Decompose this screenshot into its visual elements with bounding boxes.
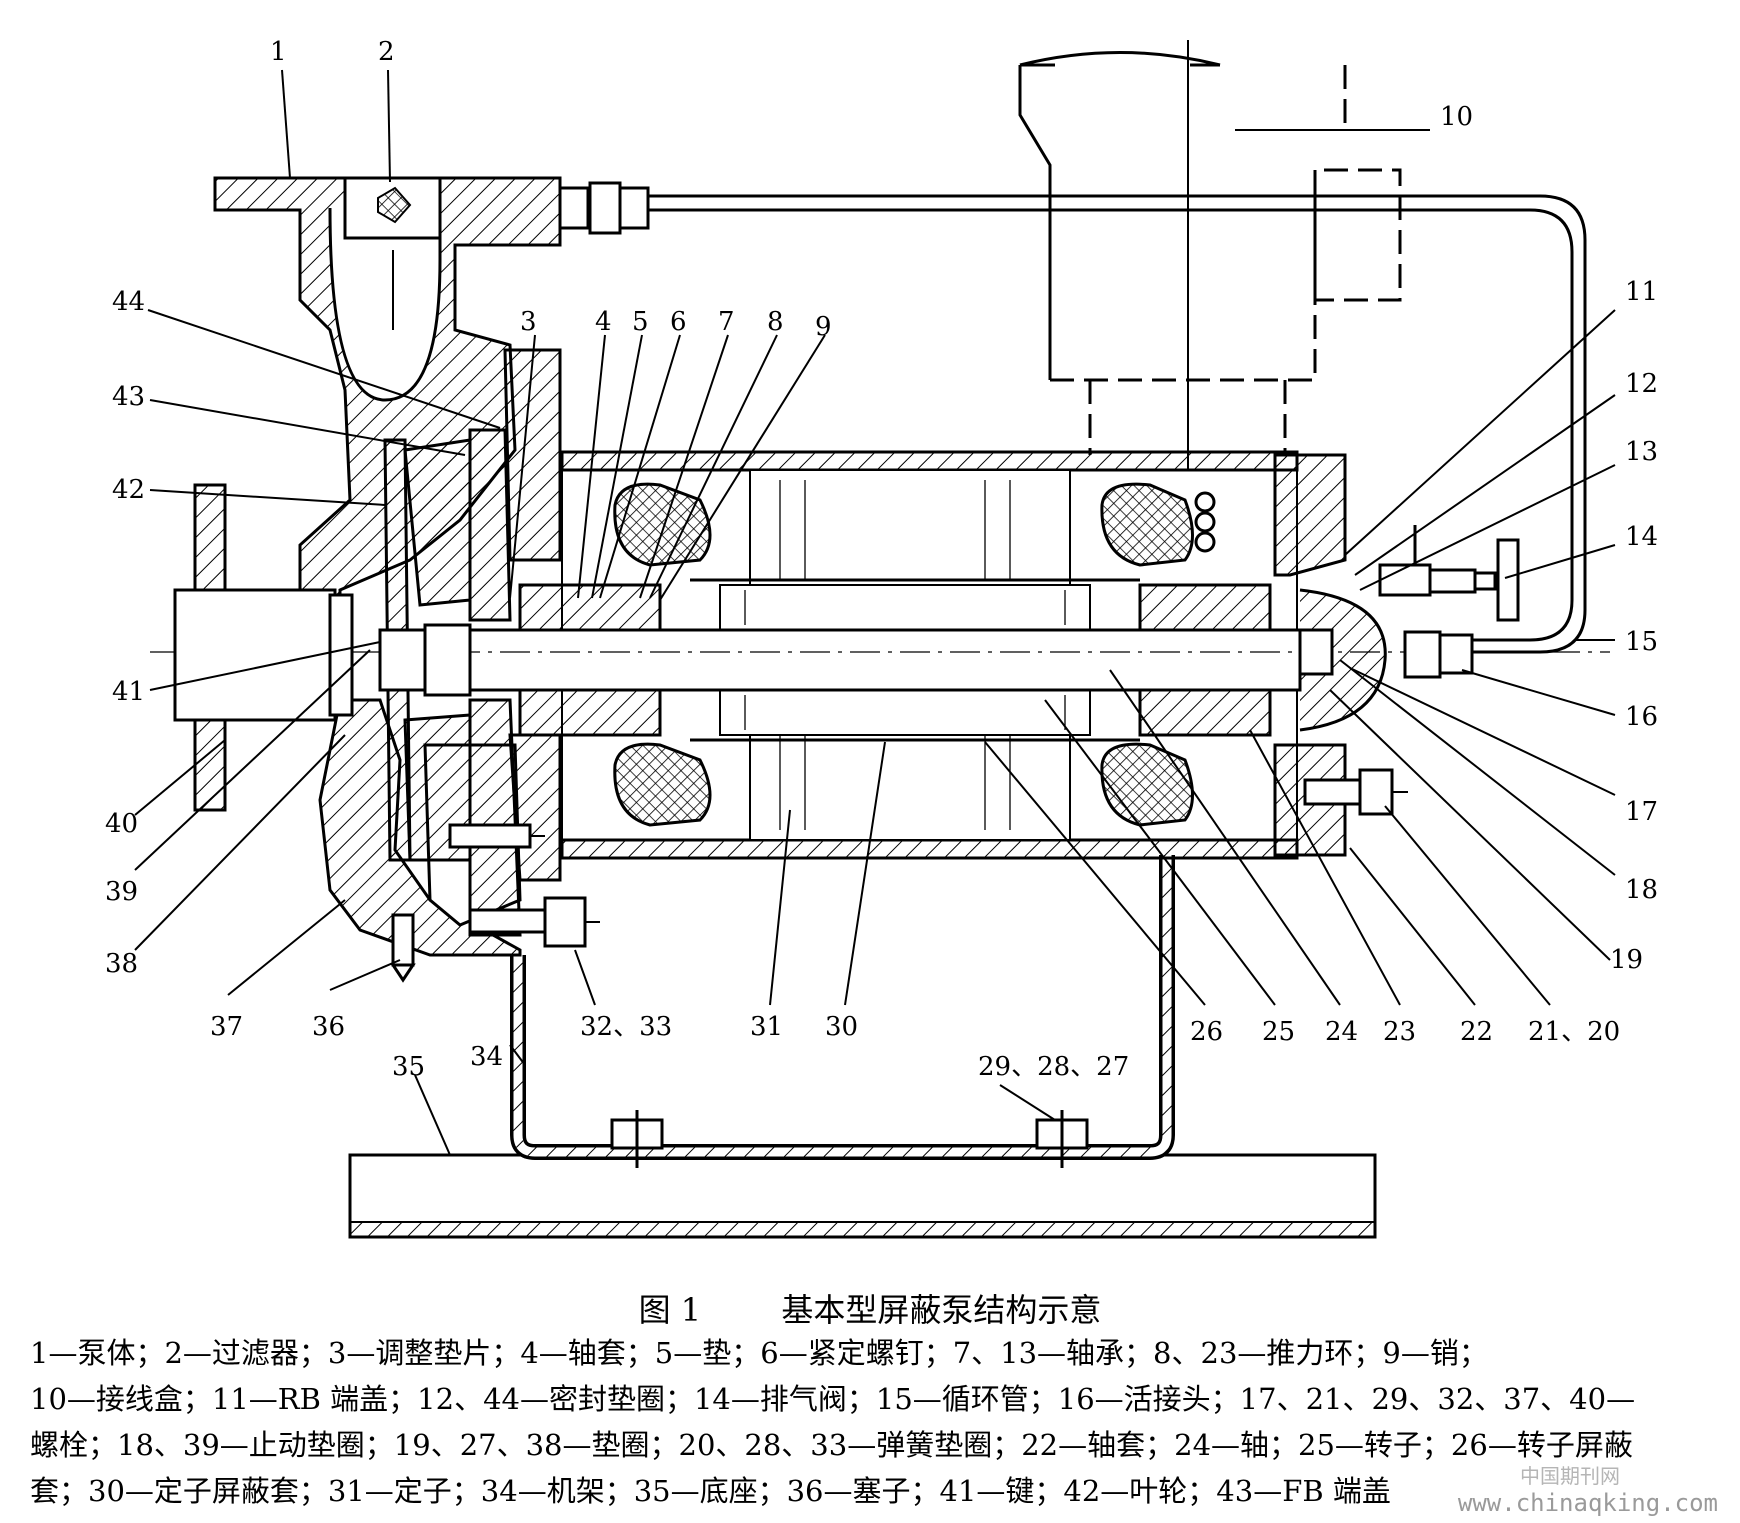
filter	[343, 176, 442, 330]
rotor	[690, 578, 1140, 742]
label-29-28-27: 29、28、27	[978, 1052, 1129, 1082]
shaft	[150, 628, 1610, 692]
label-23: 23	[1383, 1017, 1416, 1047]
pipe-fitting	[558, 181, 650, 235]
label-25: 25	[1262, 1017, 1295, 1047]
union-fitting	[1403, 630, 1474, 679]
watermark-site-name: 中国期刊网	[1520, 1464, 1620, 1488]
legend-line: 1—泵体；2—过滤器；3—调整垫片；4—轴套；5—垫；6—紧定螺钉；7、13—轴…	[30, 1336, 1488, 1370]
label-34: 34	[470, 1042, 503, 1072]
rear-bearing	[1138, 583, 1272, 737]
figure-number: 图 1	[638, 1291, 702, 1329]
label-14: 14	[1625, 522, 1658, 552]
label-36: 36	[312, 1012, 345, 1042]
label-10: 10	[1440, 102, 1473, 132]
rear-bolt	[1303, 768, 1408, 816]
label-40: 40	[105, 809, 138, 839]
frame-bolt	[610, 1110, 664, 1168]
flange-bolt	[468, 896, 600, 948]
figure-caption: 图 1 基本型屏蔽泵结构示意	[0, 1285, 1740, 1331]
rear-end-cover	[1273, 453, 1387, 857]
circulation-pipe	[645, 194, 1587, 654]
leader-lines	[134, 69, 1616, 1156]
label-3: 3	[520, 307, 537, 337]
label-8: 8	[767, 307, 784, 337]
part-labels: 1 2 3 4 5 6 7 8 9 10 11 12 13 14 15 16 1…	[105, 37, 1658, 1082]
vent-valve	[1378, 525, 1520, 622]
label-1: 1	[270, 37, 287, 67]
pump-cross-section-drawing: 1 2 3 4 5 6 7 8 9 10 11 12 13 14 15 16 1…	[105, 37, 1658, 1239]
label-31: 31	[750, 1012, 783, 1042]
legend-line: 10—接线盒；11—RB 端盖；12、44—密封垫圈；14—排气阀；15—循环管…	[30, 1382, 1636, 1416]
label-6: 6	[670, 307, 687, 337]
label-18: 18	[1625, 875, 1658, 905]
label-13: 13	[1625, 437, 1658, 467]
label-16: 16	[1625, 702, 1658, 732]
label-26: 26	[1190, 1017, 1223, 1047]
frame-bolt	[1035, 1110, 1089, 1168]
label-37: 37	[210, 1012, 243, 1042]
impeller	[378, 438, 472, 862]
label-11: 11	[1625, 277, 1658, 307]
label-32-33: 32、33	[580, 1012, 672, 1042]
label-38: 38	[105, 949, 138, 979]
label-41: 41	[112, 677, 145, 707]
cover-bolt	[448, 823, 545, 849]
label-15: 15	[1625, 627, 1658, 657]
label-30: 30	[825, 1012, 858, 1042]
label-21-20: 21、20	[1528, 1017, 1620, 1047]
label-17: 17	[1625, 797, 1658, 827]
label-19: 19	[1610, 945, 1643, 975]
label-44: 44	[112, 287, 145, 317]
front-bearing	[518, 583, 662, 737]
frame	[510, 855, 1175, 1168]
parts-legend: 1—泵体；2—过滤器；3—调整垫片；4—轴套；5—垫；6—紧定螺钉；7、13—轴…	[30, 1330, 1710, 1514]
label-39: 39	[105, 877, 138, 907]
label-9: 9	[815, 312, 832, 342]
label-35: 35	[392, 1052, 425, 1082]
legend-line: 螺栓；18、39—止动垫圈；19、27、38—垫圈；20、28、33—弹簧垫圈；…	[30, 1428, 1633, 1462]
label-5: 5	[632, 307, 649, 337]
label-2: 2	[378, 37, 395, 67]
label-7: 7	[718, 307, 735, 337]
label-42: 42	[112, 475, 145, 505]
base-plate	[348, 1153, 1377, 1239]
legend-line: 套；30—定子屏蔽套；31—定子；34—机架；35—底座；36—塞子；41—键；…	[30, 1474, 1391, 1508]
figure-title: 基本型屏蔽泵结构示意	[781, 1291, 1102, 1329]
label-24: 24	[1325, 1017, 1358, 1047]
junction-box	[1018, 40, 1402, 470]
label-12: 12	[1625, 369, 1658, 399]
label-4: 4	[595, 307, 612, 337]
label-22: 22	[1460, 1017, 1493, 1047]
label-43: 43	[112, 382, 145, 412]
watermark-url: www.chinaqking.com	[1457, 1489, 1718, 1517]
